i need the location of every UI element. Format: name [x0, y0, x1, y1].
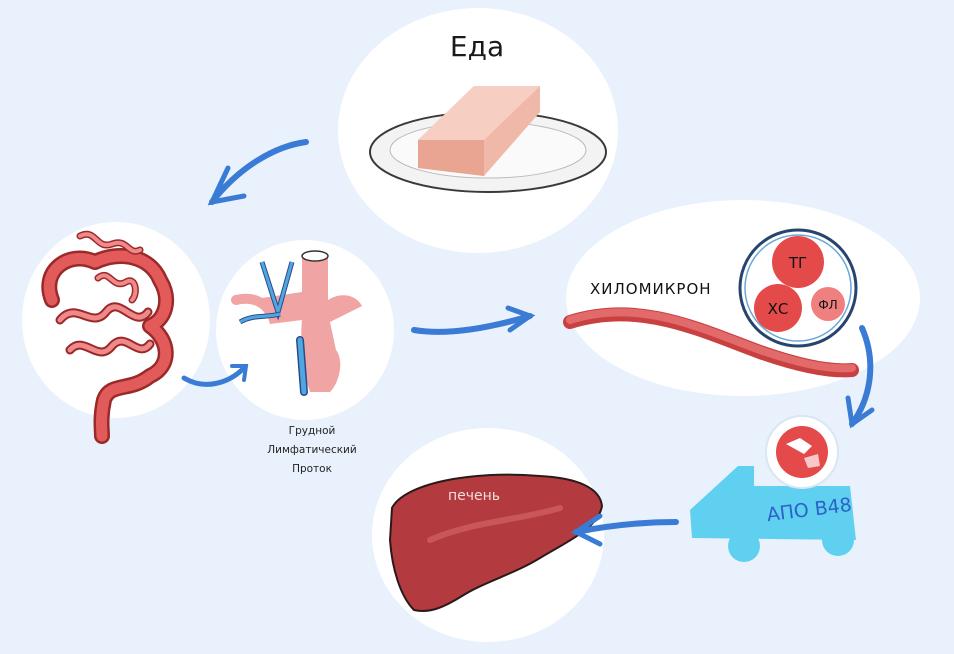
- duct-caption: Грудной Лимфатический Проток: [262, 422, 362, 479]
- duct-caption-line2: Лимфатический: [267, 444, 357, 456]
- arrow-duct-to-chylomicron: [411, 313, 533, 335]
- food-plate-icon: [369, 86, 607, 193]
- food-title: Еда: [449, 30, 505, 63]
- liver-label: печень: [448, 488, 500, 504]
- duct-caption-line3: Проток: [292, 463, 332, 475]
- chylomicron-icon: ХИЛОМИКРОН ТГ ХС ФЛ: [563, 228, 859, 378]
- arrow-chylomicron-to-truck: [849, 325, 874, 427]
- fl-label: ФЛ: [818, 298, 837, 312]
- chylomicron-label: ХИЛОМИКРОН: [590, 280, 712, 298]
- arrow-intestine-to-duct: [181, 365, 247, 387]
- liver-icon: печень: [388, 473, 604, 612]
- duct-caption-line1: Грудной: [288, 425, 336, 437]
- xs-label: ХС: [768, 300, 789, 318]
- arrow-food-to-intestine: [209, 139, 309, 205]
- lymph-duct-icon: [231, 250, 362, 396]
- arrow-truck-to-liver: [573, 519, 679, 535]
- flow-arrows: [181, 139, 875, 547]
- intestine-icon: [41, 230, 175, 444]
- truck-icon: АПО В48: [690, 415, 856, 562]
- tg-label: ТГ: [788, 254, 807, 272]
